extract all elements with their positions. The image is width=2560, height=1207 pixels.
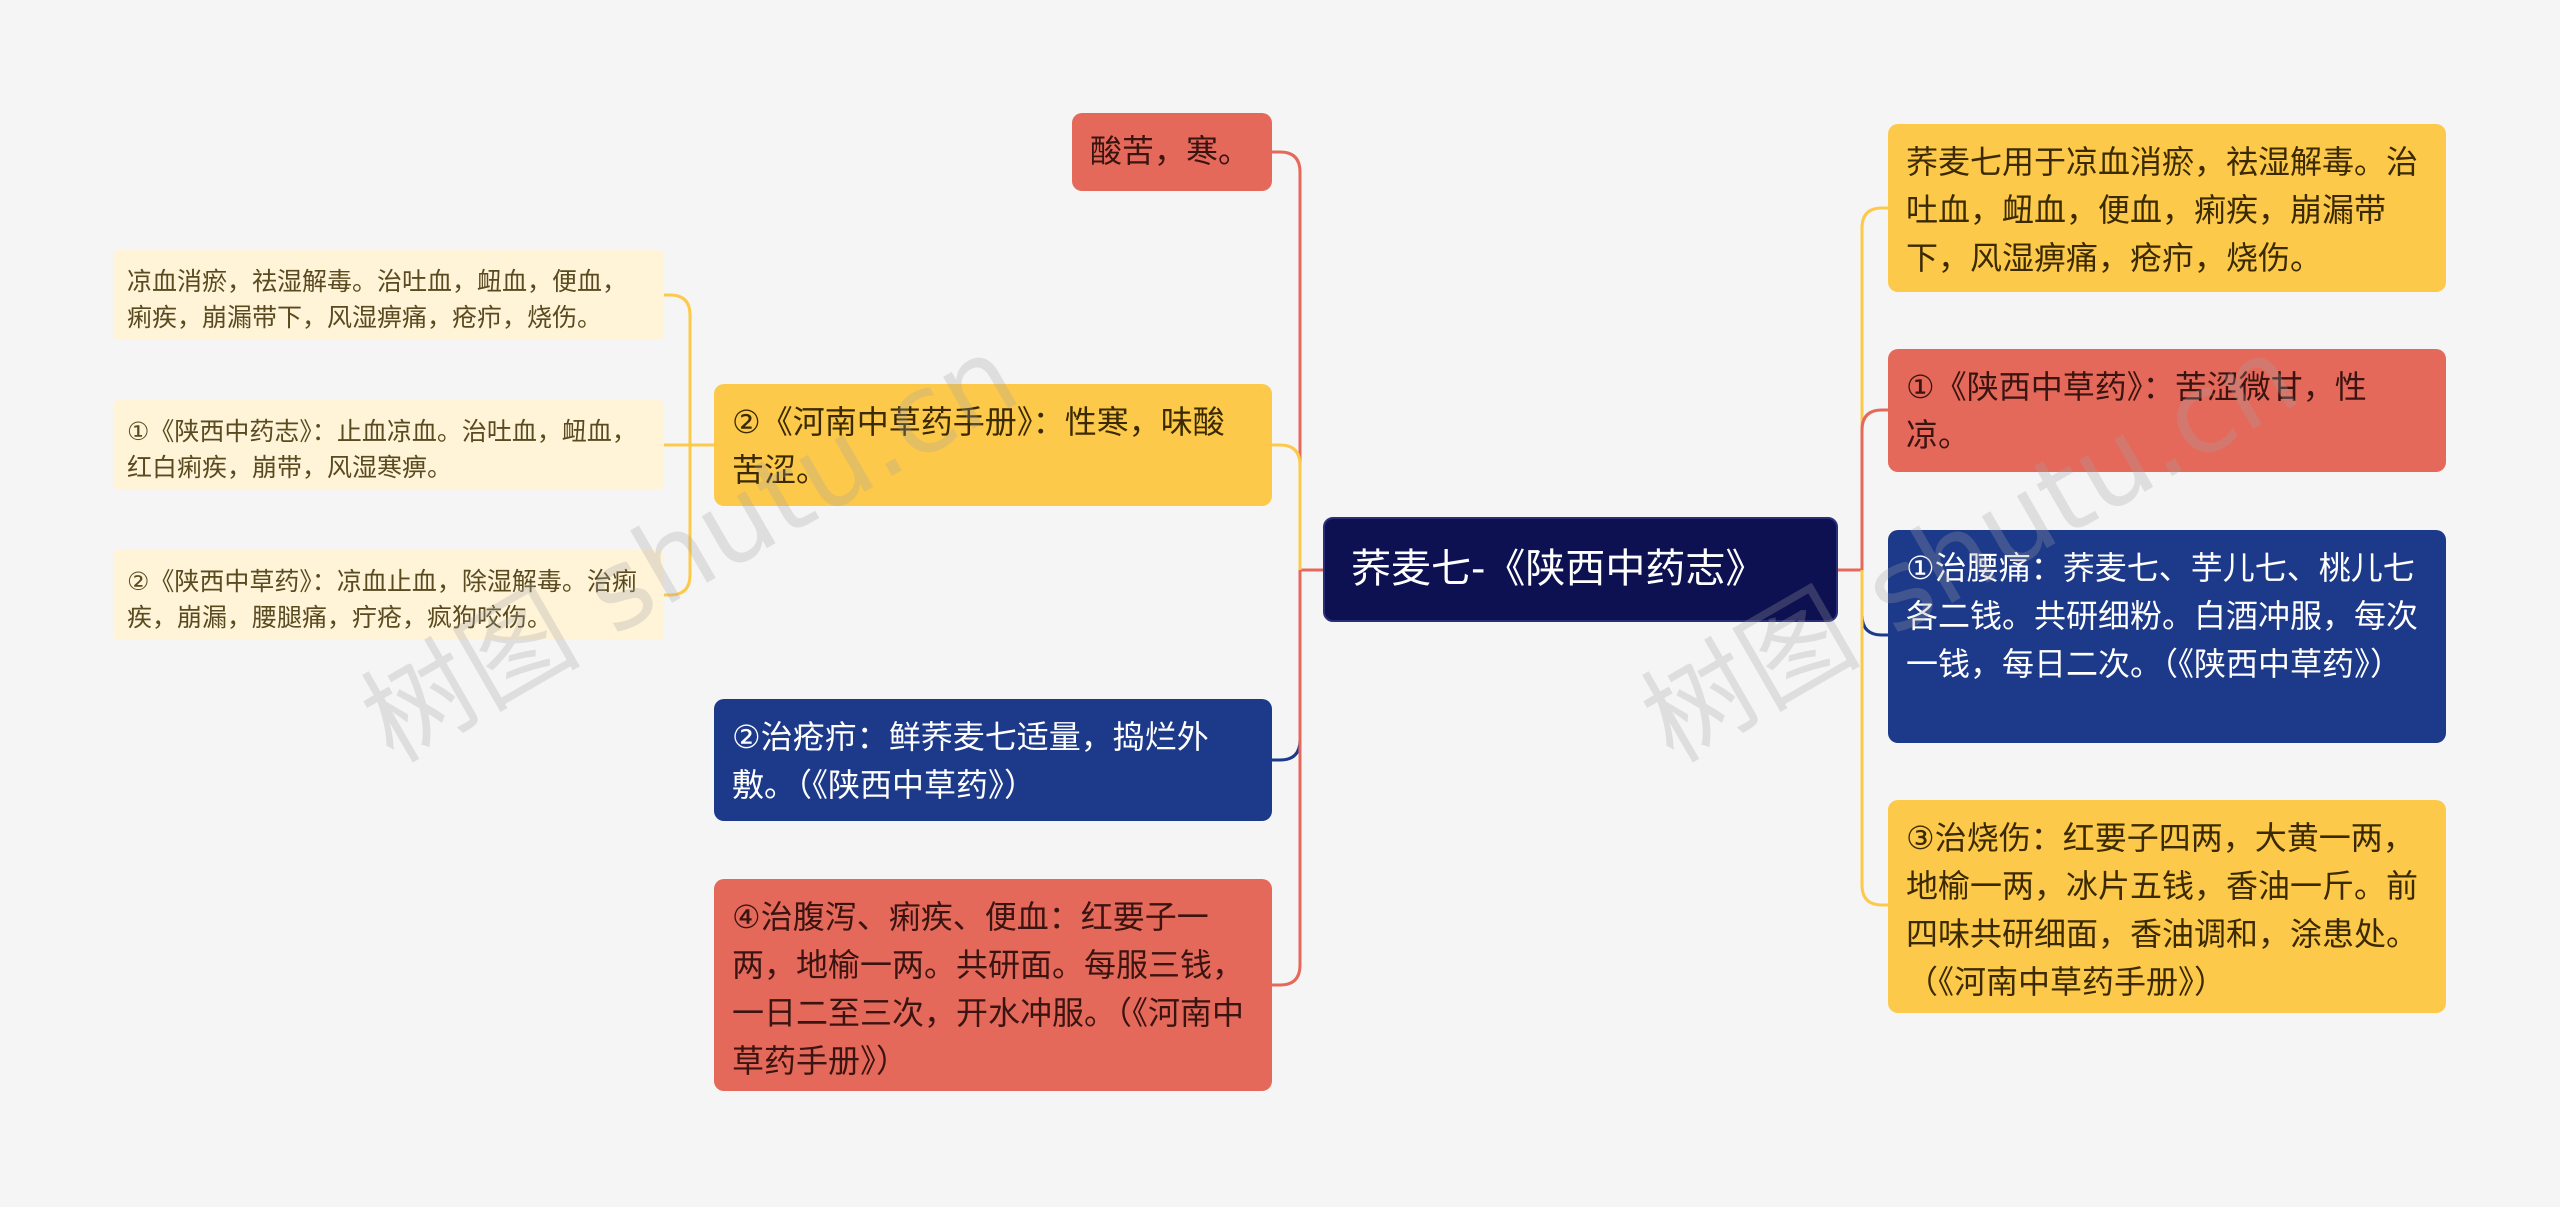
node-diarrhea-label: ④治腹泻、痢疾、便血：红要子一两，地榆一两。共研面。每服三钱，一日二至三次，开水… (732, 898, 1245, 1080)
node-burns-label: ③治烧伤：红要子四两，大黄一两，地榆一两，冰片五钱，香油一斤。前四味共研细面，香… (1906, 819, 2419, 1001)
node-diarrhea[interactable]: ④治腹泻、痢疾、便血：红要子一两，地榆一两。共研面。每服三钱，一日二至三次，开水… (714, 879, 1272, 1091)
root-node[interactable]: 荞麦七-《陕西中药志》 (1323, 517, 1838, 622)
node-henan-child-1-label: 凉血消瘀，祛湿解毒。治吐血，衄血，便血，痢疾，崩漏带下，风湿痹痛，疮疖，烧伤。 (127, 267, 628, 333)
root-label: 荞麦七-《陕西中药志》 (1351, 546, 1766, 592)
node-henan-child-3[interactable]: ②《陕西中草药》：凉血止血，除湿解毒。治痢疾，崩漏，腰腿痛，疔疮，疯狗咬伤。 (113, 550, 664, 640)
node-burns[interactable]: ③治烧伤：红要子四两，大黄一两，地榆一两，冰片五钱，香油一斤。前四味共研细面，香… (1888, 800, 2446, 1013)
node-henan-child-2[interactable]: ①《陕西中药志》：止血凉血。治吐血，衄血，红白痢疾，崩带，风湿寒痹。 (113, 400, 664, 490)
node-taste-label: 酸苦，寒。 (1090, 132, 1251, 170)
node-backpain-label: ①治腰痛：荞麦七、芋儿七、桃儿七各二钱。共研细粉。白酒冲服，每次一钱，每日二次。… (1906, 549, 2419, 683)
node-shaanxi-label: ①《陕西中草药》：苦涩微甘，性凉。 (1906, 368, 2367, 454)
connector-left-diarrhea (1272, 570, 1302, 987)
connector-right-usage (1860, 206, 1888, 570)
node-sores[interactable]: ②治疮疖：鲜荞麦七适量，捣烂外敷。（《陕西中草药》） (714, 699, 1272, 821)
connector-right-backpain (1860, 570, 1888, 637)
node-henan-label: ②《河南中草药手册》：性寒，味酸苦涩。 (732, 403, 1225, 489)
node-shaanxi[interactable]: ①《陕西中草药》：苦涩微甘，性凉。 (1888, 349, 2446, 472)
connector-henan-child-1 (664, 293, 692, 445)
connector-left-henan (1272, 443, 1302, 570)
node-henan[interactable]: ②《河南中草药手册》：性寒，味酸苦涩。 (714, 384, 1272, 506)
connector-right-shaanxi (1860, 408, 1888, 570)
node-sores-label: ②治疮疖：鲜荞麦七适量，捣烂外敷。（《陕西中草药》） (732, 718, 1209, 804)
node-backpain[interactable]: ①治腰痛：荞麦七、芋儿七、桃儿七各二钱。共研细粉。白酒冲服，每次一钱，每日二次。… (1888, 530, 2446, 743)
connector-henan-child-3 (664, 445, 692, 597)
connector-left-sores (1272, 570, 1302, 762)
node-usage[interactable]: 荞麦七用于凉血消瘀，祛湿解毒。治吐血，衄血，便血，痢疾，崩漏带下，风湿痹痛，疮疖… (1888, 124, 2446, 292)
node-henan-child-2-label: ①《陕西中药志》：止血凉血。治吐血，衄血，红白痢疾，崩带，风湿寒痹。 (127, 417, 637, 483)
node-taste[interactable]: 酸苦，寒。 (1072, 113, 1272, 191)
node-usage-label: 荞麦七用于凉血消瘀，祛湿解毒。治吐血，衄血，便血，痢疾，崩漏带下，风湿痹痛，疮疖… (1906, 143, 2419, 277)
node-henan-child-3-label: ②《陕西中草药》：凉血止血，除湿解毒。治痢疾，崩漏，腰腿痛，疔疮，疯狗咬伤。 (127, 567, 637, 633)
node-henan-child-1[interactable]: 凉血消瘀，祛湿解毒。治吐血，衄血，便血，痢疾，崩漏带下，风湿痹痛，疮疖，烧伤。 (113, 250, 664, 340)
connector-right-burns (1860, 570, 1888, 907)
connector-left-taste (1272, 150, 1302, 570)
